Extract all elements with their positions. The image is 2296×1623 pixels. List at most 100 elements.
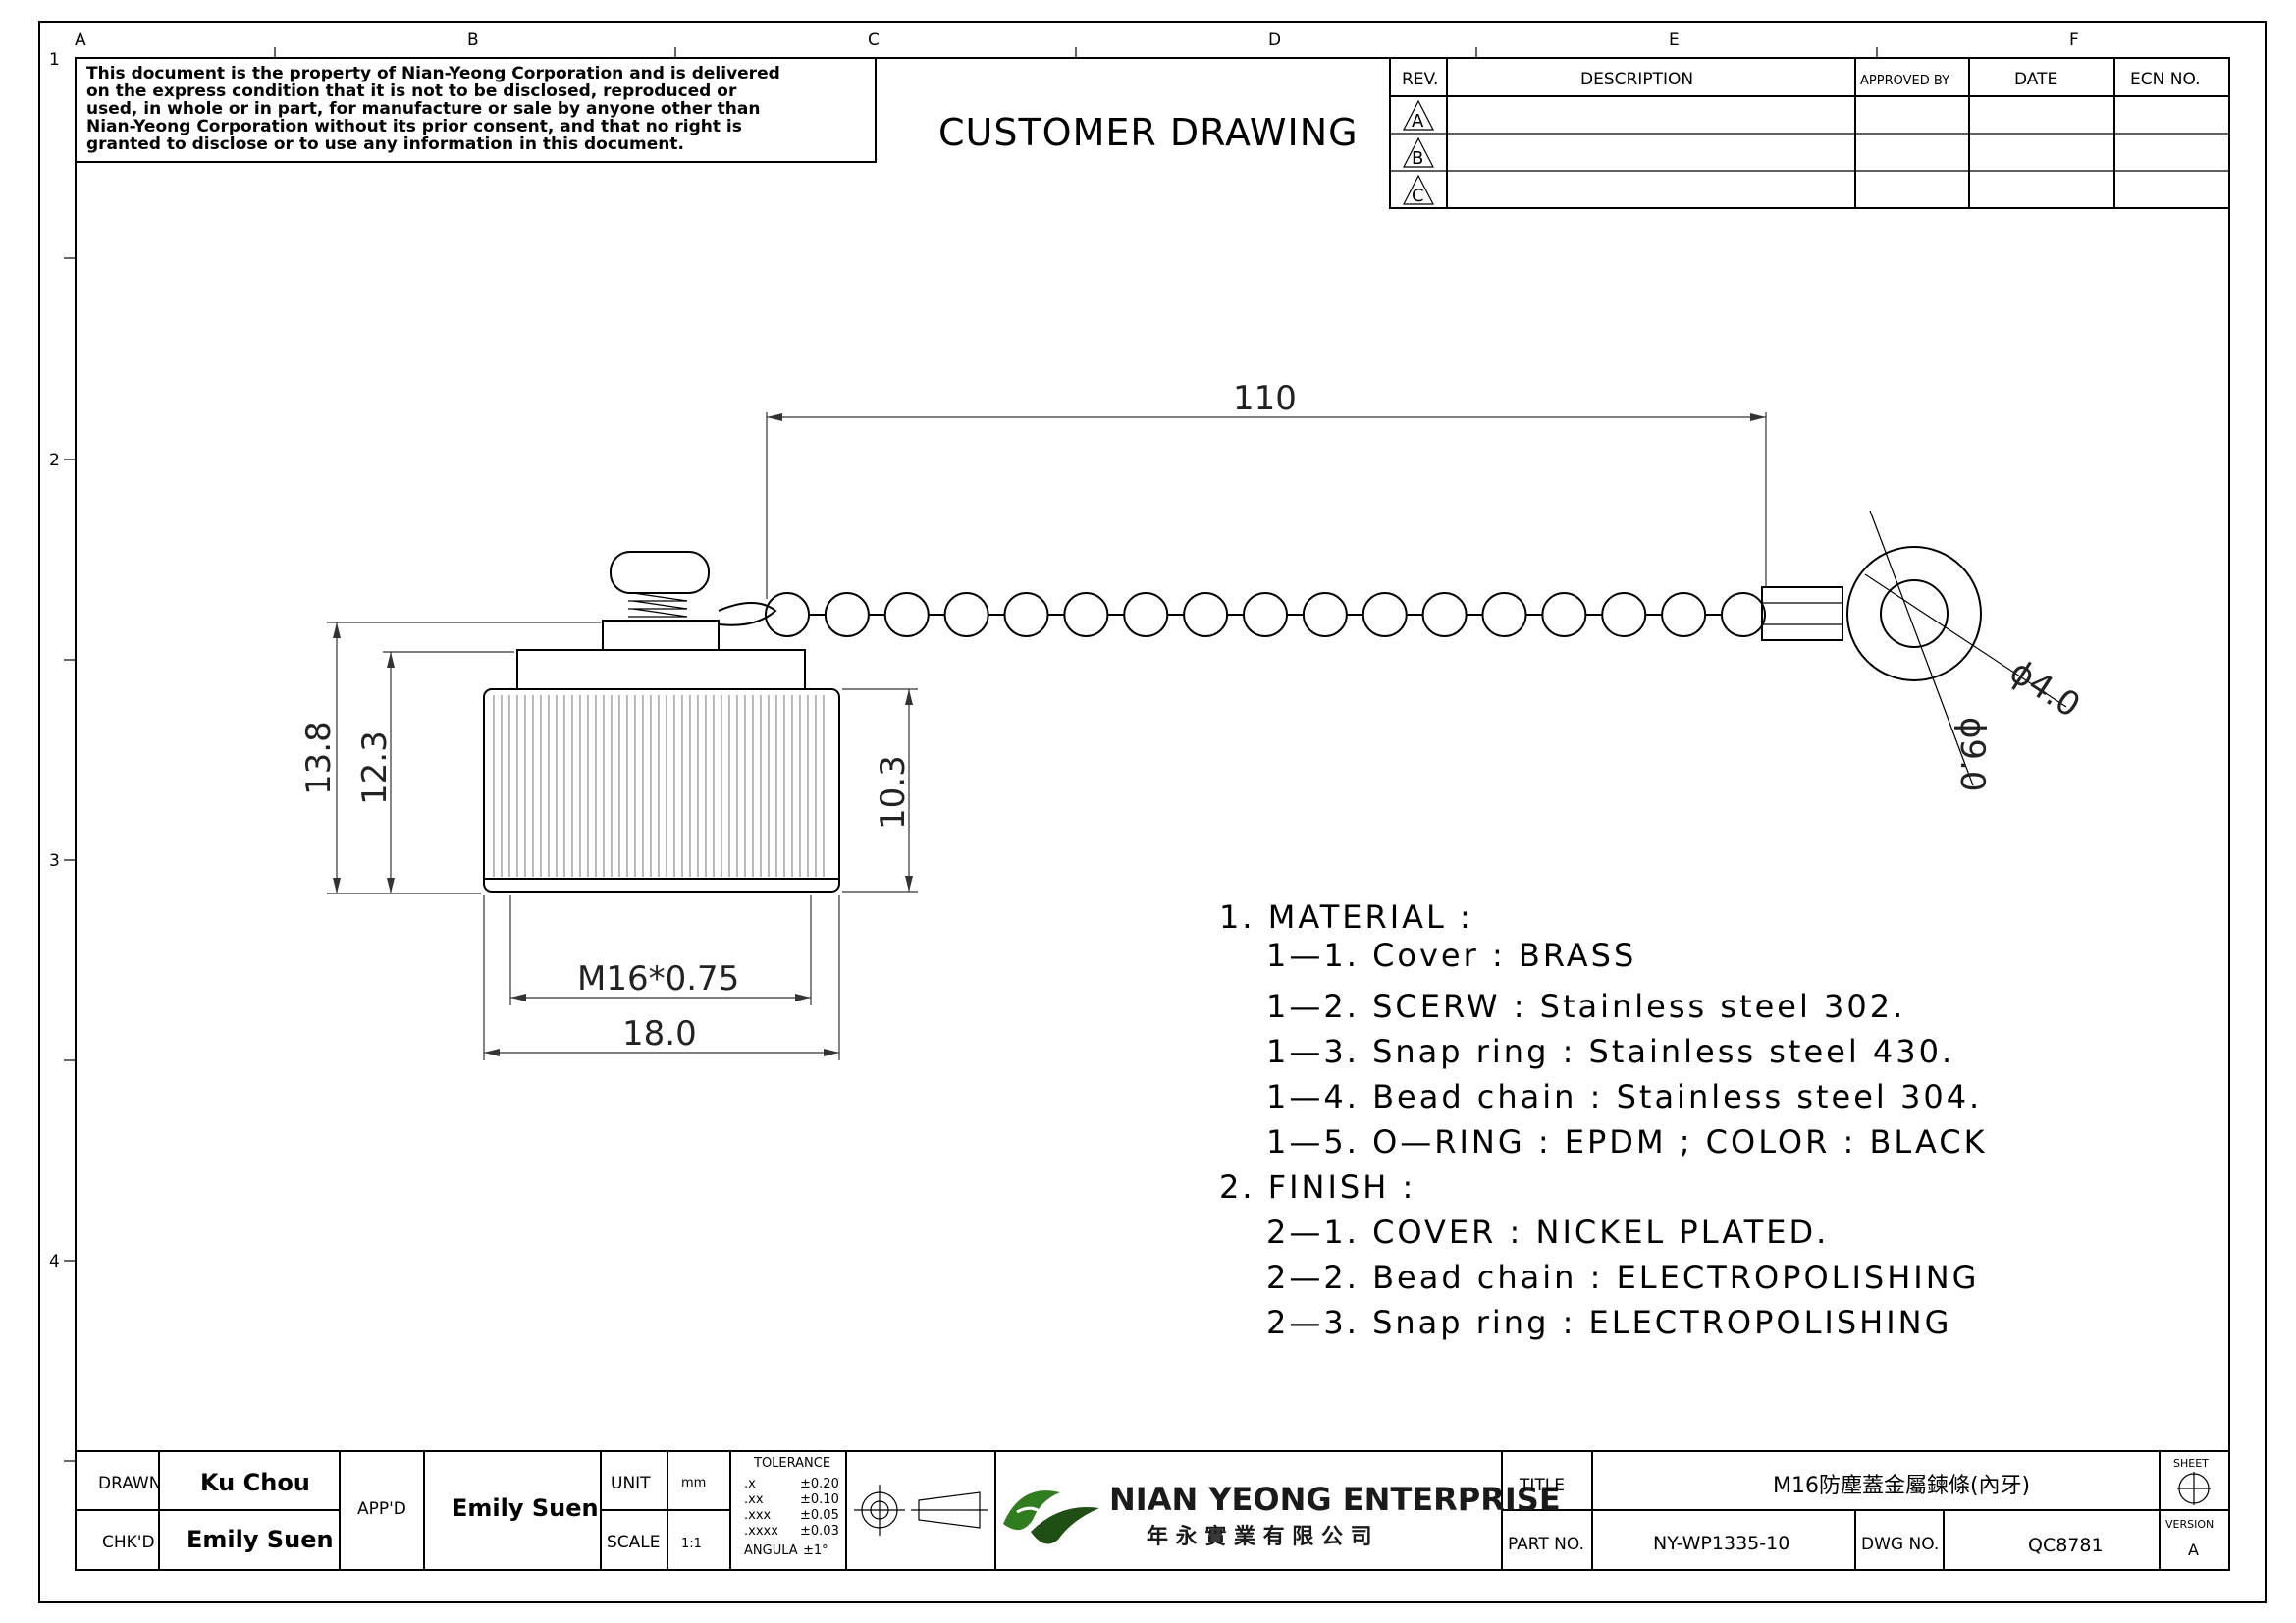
drawing-title: M16防塵蓋金屬鍊條(內牙)	[1773, 1474, 2030, 1498]
rev-triangle-c	[1403, 174, 1434, 205]
row-label-4: 4	[49, 1252, 60, 1271]
confidentiality-notice: This document is the property of Nian-Ye…	[75, 57, 877, 163]
ring-centerline	[1869, 510, 1974, 786]
tolerance-key-2: .xx	[744, 1492, 764, 1507]
drawing-heading: CUSTOMER DRAWING	[938, 111, 1359, 154]
bead-chain	[765, 592, 1766, 637]
tolerance-key-1: .x	[744, 1477, 756, 1491]
chain-bead	[1123, 592, 1169, 637]
row-markers: 1 2 3 4	[49, 50, 76, 1462]
material-notes: 1. MATERIAL : 1—1. Cover : BRASS 1—2. SC…	[1219, 898, 1988, 1341]
sheet-label: SHEET	[2173, 1457, 2209, 1470]
revision-table: REV. DESCRIPTION APPROVED BY DATE ECN NO…	[1389, 57, 2230, 209]
cap-knob	[610, 551, 710, 594]
rev-header-date: DATE	[2014, 70, 2057, 89]
dim-total-height: 13.8	[299, 721, 339, 795]
notice-line-5: granted to disclose or to use any inform…	[86, 135, 684, 154]
chain-bead	[1183, 592, 1229, 637]
rev-row-a: A	[1412, 111, 1424, 132]
notice-line-3: used, in whole or in part, for manufactu…	[86, 99, 760, 119]
chain-bead	[1243, 592, 1288, 637]
dim-ring-outer: ϕ9.0	[1952, 717, 1992, 792]
sheet-symbol-icon	[2177, 1472, 2211, 1505]
drawn-by: Ku Chou	[200, 1469, 310, 1496]
chain-bead	[1063, 592, 1109, 637]
dimensions: 110 13.8 12.3 10.3 M16*0.75 18	[299, 379, 2087, 1060]
chain-bead	[1601, 592, 1647, 637]
rev-header-approved: APPROVED BY	[1860, 74, 1949, 88]
drawn-label: DRAWN	[98, 1474, 161, 1493]
checked-label: CHK'D	[102, 1533, 155, 1552]
approved-by: Emily Suen	[452, 1494, 599, 1522]
row-label-1: 1	[49, 50, 60, 70]
cap-knurled-body	[483, 688, 840, 893]
outer-frame	[38, 21, 2267, 1603]
title-block: DRAWN Ku Chou CHK'D Emily Suen APP'D Emi…	[75, 1450, 2230, 1571]
chain-bead	[1302, 592, 1348, 637]
chain-bead	[1003, 592, 1049, 637]
dwg-no: QC8781	[2028, 1535, 2104, 1556]
col-label-a: A	[75, 30, 86, 50]
inner-frame	[75, 57, 2230, 1571]
cap-neck	[602, 620, 720, 651]
title-label: TITLE	[1519, 1476, 1565, 1495]
ring-inner	[1880, 579, 1949, 648]
unit-label: UNIT	[611, 1474, 651, 1493]
version-value: A	[2188, 1541, 2199, 1559]
tolerance-label: TOLERANCE	[753, 1456, 830, 1471]
tolerance-val-1: ±0.20	[800, 1477, 839, 1491]
dim-ring-inner: ϕ4.0	[2002, 652, 2087, 726]
projection-symbol-icon	[854, 1485, 988, 1536]
rev-header-description: DESCRIPTION	[1580, 70, 1693, 89]
cap-side-view	[483, 551, 840, 893]
dwg-no-label: DWG NO.	[1861, 1535, 1939, 1554]
company-name: NIAN YEONG ENTERPRISE	[1109, 1481, 1561, 1518]
dim-thread: M16*0.75	[577, 959, 739, 999]
rev-header-rev: REV.	[1402, 70, 1438, 89]
col-label-d: D	[1268, 30, 1281, 50]
company-logo-icon	[1003, 1490, 1099, 1544]
rev-row-b: B	[1412, 148, 1423, 169]
chain-bead	[1481, 592, 1527, 637]
dim-knurl-height: 10.3	[874, 755, 913, 830]
tolerance-val-4: ±0.03	[800, 1524, 839, 1539]
dim-cap-height: 12.3	[355, 730, 395, 805]
note-1-2: 1—2. SCERW : Stainless steel 302.	[1266, 988, 1905, 1025]
chain-bead	[943, 592, 989, 637]
chain-bead	[1661, 592, 1707, 637]
version-label: VERSION	[2165, 1518, 2214, 1531]
col-label-e: E	[1669, 30, 1680, 50]
tolerance-val-3: ±0.05	[800, 1508, 839, 1523]
row-label-2: 2	[49, 451, 60, 470]
chain-bead	[883, 592, 930, 637]
col-label-f: F	[2069, 30, 2079, 50]
col-label-c: C	[868, 30, 880, 50]
note-1-4: 1—4. Bead chain : Stainless steel 304.	[1266, 1078, 1982, 1115]
dim-outer-diameter: 18.0	[622, 1014, 697, 1054]
part-no: NY-WP1335-10	[1653, 1533, 1789, 1554]
rev-header-ecn: ECN NO.	[2130, 70, 2201, 89]
chain-bead	[1421, 592, 1468, 637]
scale-value: 1:1	[681, 1537, 702, 1551]
cap-collar	[516, 649, 806, 690]
part-no-label: PART NO.	[1508, 1535, 1584, 1554]
company-name-cn: 年 永 實 業 有 限 公 司	[1147, 1524, 1372, 1549]
note-1-1: 1—1. Cover : BRASS	[1266, 937, 1636, 974]
row-label-3: 3	[49, 851, 60, 871]
note-2-3: 2—3. Snap ring : ELECTROPOLISHING	[1266, 1304, 1951, 1341]
ring-tab	[1761, 586, 1843, 641]
rev-triangle-b	[1403, 136, 1434, 168]
notice-line-1: This document is the property of Nian-Ye…	[86, 64, 780, 83]
note-1-5: 1—5. O—RING : EPDM ; COLOR : BLACK	[1266, 1123, 1988, 1161]
col-label-b: B	[467, 30, 479, 50]
note-1-3: 1—3. Snap ring : Stainless steel 430.	[1266, 1033, 1954, 1070]
knurl-lines	[493, 695, 825, 877]
tolerance-key-5: ANGULA	[744, 1543, 798, 1558]
note-2-2: 2—2. Bead chain : ELECTROPOLISHING	[1266, 1259, 1979, 1296]
note-2-1: 2—1. COVER : NICKEL PLATED.	[1266, 1214, 1829, 1251]
note-1: 1. MATERIAL :	[1219, 898, 1473, 936]
tolerance-val-2: ±0.10	[800, 1492, 839, 1507]
chain-bead	[824, 592, 870, 637]
screw-coils	[628, 592, 687, 618]
